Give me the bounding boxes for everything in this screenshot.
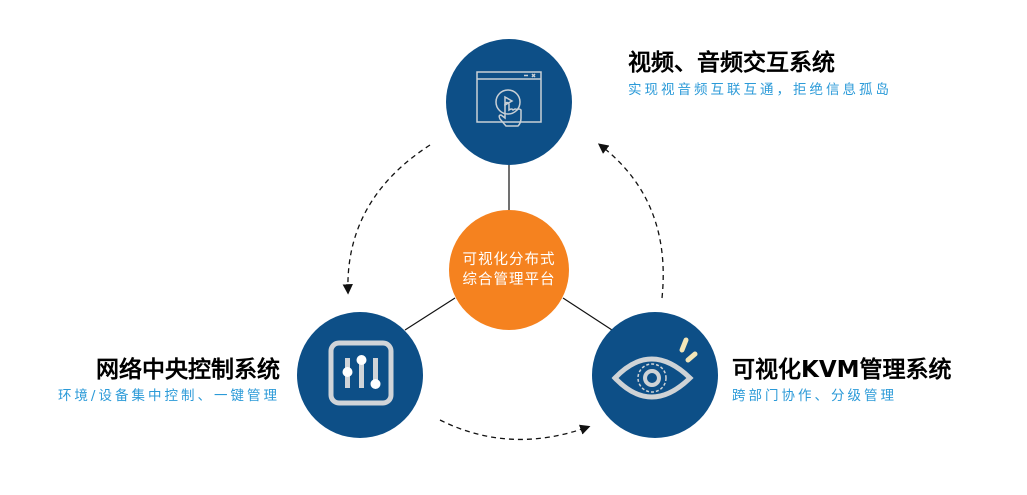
eye-icon — [611, 337, 698, 400]
cycle-arrow-bottom — [439, 419, 591, 441]
sliders-icon — [328, 340, 394, 406]
center-line-1: 可视化分布式 — [462, 252, 556, 268]
node-left-circle — [297, 312, 423, 438]
center-hub-circle — [449, 210, 569, 330]
cycle-arrow-left — [342, 144, 431, 295]
center-line-2: 综合管理平台 — [462, 272, 556, 288]
connector-right — [562, 297, 613, 331]
right-node-title: 可视化KVM管理系统 — [732, 357, 952, 383]
node-right-circle — [592, 312, 718, 438]
touch-play-window-icon — [476, 71, 542, 127]
right-node-subtitle: 跨部门协作、分级管理 — [732, 388, 897, 404]
node-top-circle — [446, 39, 572, 165]
top-node-subtitle: 实现视音频互联互通，拒绝信息孤岛 — [628, 82, 892, 98]
connector-left — [404, 297, 456, 331]
left-node-subtitle: 环境/设备集中控制、一键管理 — [57, 388, 280, 404]
top-node-title: 视频、音频交互系统 — [628, 50, 835, 76]
center-hub-label: 可视化分布式 综合管理平台 — [449, 250, 569, 290]
cycle-arrow-right — [597, 143, 664, 299]
left-node-title: 网络中央控制系统 — [96, 357, 280, 383]
